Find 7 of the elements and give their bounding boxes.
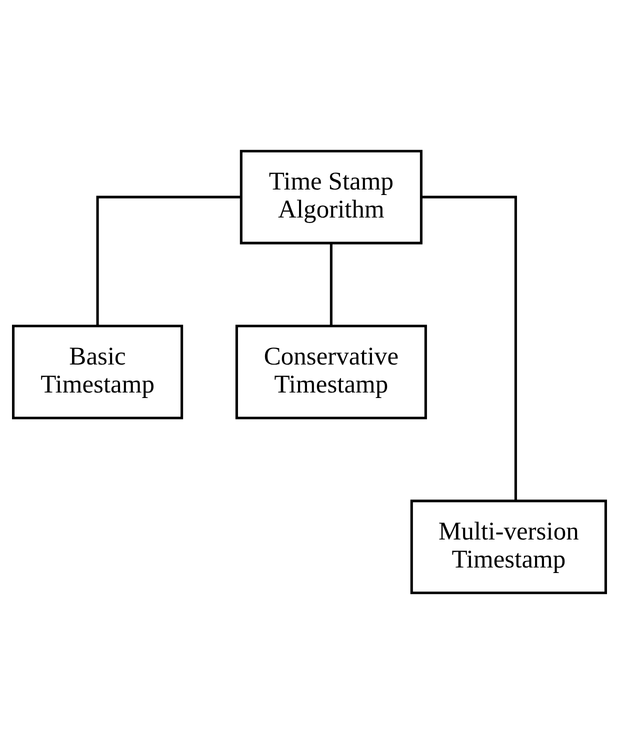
connector	[330, 242, 332, 326]
node-box: Conservative Timestamp	[235, 324, 427, 419]
node-box: Multi-version Timestamp	[410, 499, 607, 594]
node-box: Time Stamp Algorithm	[240, 149, 422, 244]
node-box: Basic Timestamp	[12, 324, 184, 419]
connector	[96, 195, 241, 326]
connector	[421, 195, 517, 500]
